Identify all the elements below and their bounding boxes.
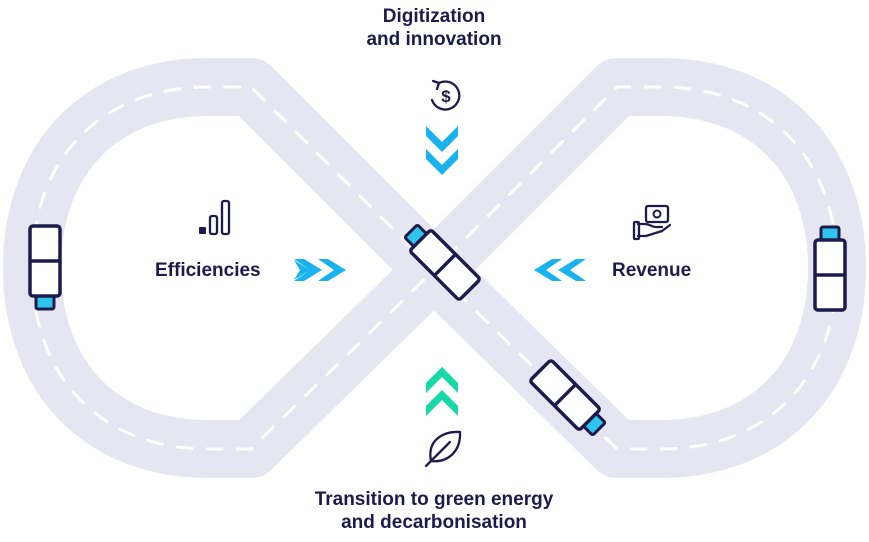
signal-bars-icon <box>199 199 231 236</box>
bottom-title-line2: and decarbonisation <box>341 512 527 533</box>
right-label: Revenue <box>612 260 692 281</box>
top-title-line1: Digitization <box>382 6 486 27</box>
top-title-line2: and innovation <box>366 29 502 50</box>
bottom-title: Transition to green energy and decarboni… <box>234 488 634 534</box>
truck-left <box>28 224 62 311</box>
svg-text:$: $ <box>441 87 451 106</box>
left-label: Efficiencies <box>155 260 261 281</box>
chevrons-up-icon <box>426 367 458 416</box>
top-title: Digitization and innovation <box>334 5 534 51</box>
bottom-title-line1: Transition to green energy <box>314 489 554 510</box>
dollar-cycle-icon: $ <box>430 79 461 111</box>
truck-center <box>403 223 481 301</box>
truck-lower-right <box>529 359 607 437</box>
chevrons-left-icon <box>534 259 586 281</box>
leaf-icon <box>424 430 462 468</box>
chevrons-down-icon <box>426 126 458 175</box>
hand-money-icon <box>632 204 672 241</box>
chevrons-right-icon <box>294 259 346 281</box>
truck-right <box>813 225 847 312</box>
